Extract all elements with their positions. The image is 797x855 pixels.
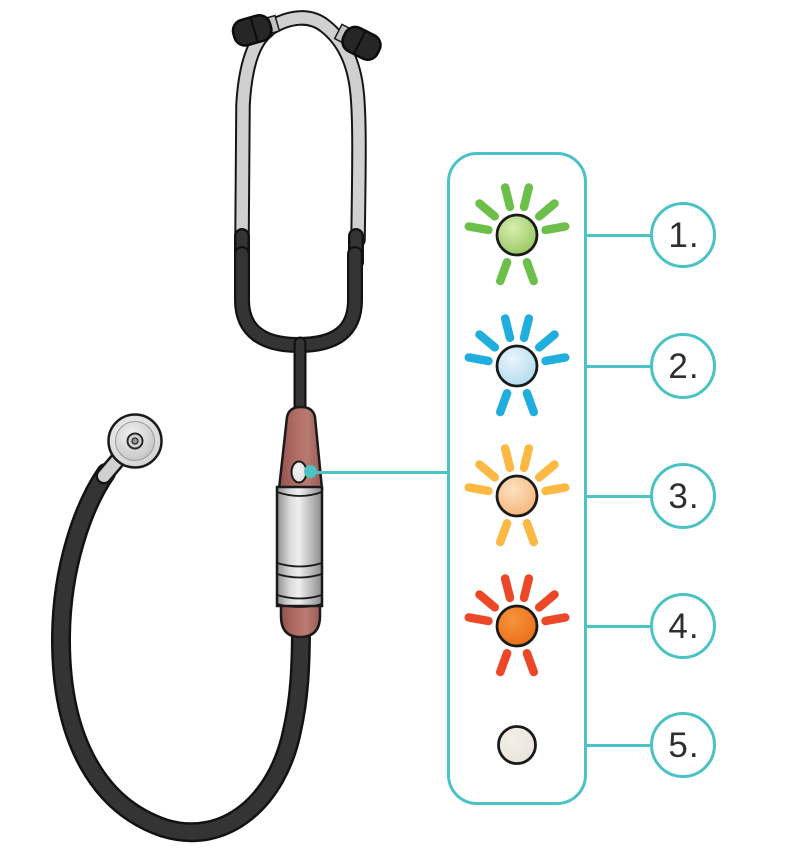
chestpiece bbox=[107, 413, 163, 469]
legend-number-label: 2. bbox=[668, 346, 700, 386]
ear-tip-left bbox=[231, 14, 281, 47]
headset-metal-tubes bbox=[234, 10, 367, 248]
ear-tip-right bbox=[333, 23, 382, 61]
legend-number-badge: 4. bbox=[650, 593, 716, 659]
legend-connector-line bbox=[585, 743, 650, 747]
legend-number-badge: 5. bbox=[650, 712, 716, 778]
stethoscope-main-tube bbox=[50, 463, 311, 843]
legend-connector-line bbox=[585, 494, 650, 498]
legend-number-label: 4. bbox=[668, 606, 700, 646]
led-amber-flashing-icon bbox=[464, 444, 570, 547]
legend-number-badge: 2. bbox=[650, 333, 716, 399]
led-off-icon bbox=[497, 725, 537, 765]
legend-connector-line bbox=[585, 364, 650, 368]
legend-number-badge: 1. bbox=[650, 202, 716, 268]
legend-connector-line bbox=[585, 233, 650, 237]
tube-sleeves bbox=[234, 228, 364, 270]
electronic-module bbox=[275, 405, 324, 639]
led-pointer-line bbox=[309, 471, 448, 474]
legend-number-label: 3. bbox=[668, 476, 700, 516]
legend-number-label: 5. bbox=[668, 725, 700, 765]
legend-connector-line bbox=[585, 624, 650, 628]
led-red-flashing-icon bbox=[464, 574, 570, 677]
legend-number-badge: 3. bbox=[650, 463, 716, 529]
headset-y-tube bbox=[234, 246, 363, 423]
led-blue-flashing-icon bbox=[464, 314, 570, 417]
led-green-flashing-icon bbox=[464, 183, 570, 286]
legend-number-label: 1. bbox=[668, 215, 700, 255]
led-pointer-dot bbox=[304, 465, 317, 478]
